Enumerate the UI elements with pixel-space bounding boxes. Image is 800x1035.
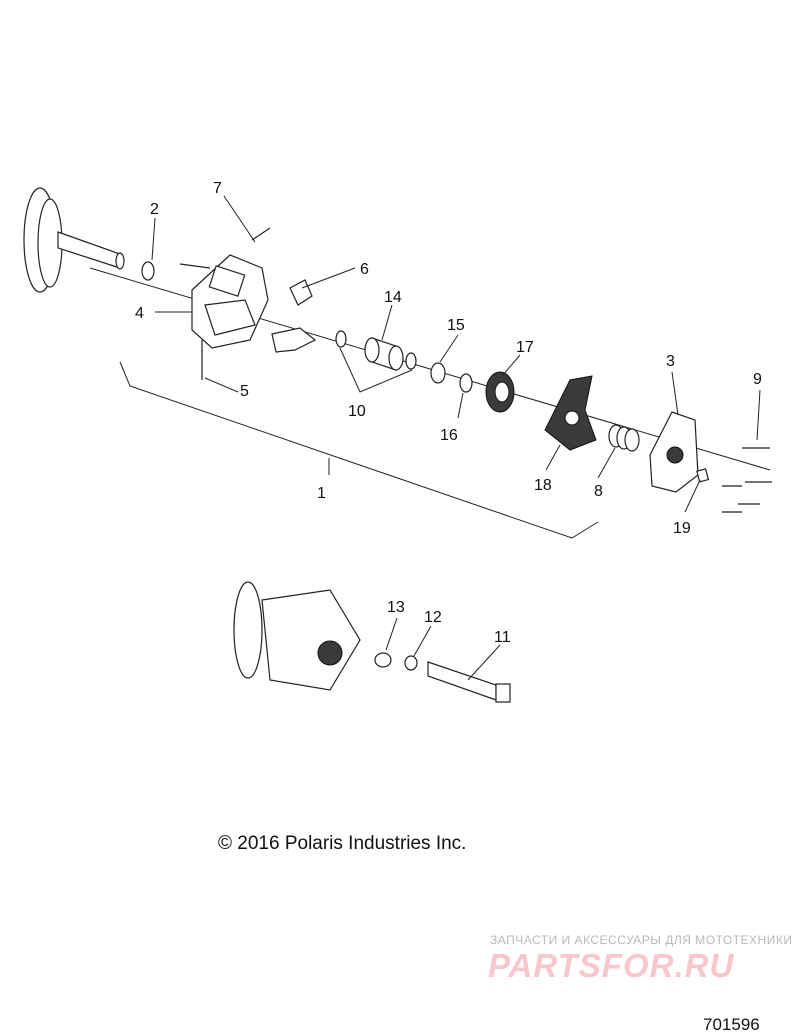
leader-13 xyxy=(385,617,398,651)
callout-13: 13 xyxy=(387,599,405,616)
copyright-text: © 2016 Polaris Industries Inc. xyxy=(218,833,467,854)
callout-9: 9 xyxy=(753,371,762,388)
part-17-bearing xyxy=(485,371,515,413)
assembly-bracket xyxy=(119,361,599,539)
callout-14: 14 xyxy=(384,289,402,306)
part-10-ring-a xyxy=(335,330,347,348)
callout-18: 18 xyxy=(534,477,552,494)
callout-6: 6 xyxy=(360,261,369,278)
callout-2: 2 xyxy=(150,201,159,218)
leader-18 xyxy=(545,444,561,471)
part-2-ring xyxy=(141,261,155,281)
leader-8 xyxy=(597,447,616,479)
part-16-washer xyxy=(459,373,473,393)
callout-15: 15 xyxy=(447,317,465,334)
figure-number: 701596 xyxy=(703,1015,760,1034)
part-6-weight xyxy=(271,279,317,353)
part-3-cover xyxy=(649,411,699,493)
callout-4: 4 xyxy=(135,305,144,322)
callout-12: 12 xyxy=(424,609,442,626)
callout-11: 11 xyxy=(494,629,511,646)
leader-16 xyxy=(457,392,464,419)
part-12-washer xyxy=(404,655,418,671)
fixed-sheave-part xyxy=(23,187,125,293)
callout-5: 5 xyxy=(240,383,249,400)
callout-8: 8 xyxy=(594,483,603,500)
watermark-logo: PARTSFOR.RU xyxy=(488,947,735,984)
callout-17: 17 xyxy=(516,339,534,356)
clutch-assembly-lower xyxy=(233,581,361,691)
callout-1: 1 xyxy=(317,485,326,502)
part-8-spring xyxy=(608,424,640,452)
leader-12 xyxy=(413,625,432,657)
part-13-bushing xyxy=(374,652,392,668)
leader-15 xyxy=(439,334,459,363)
leader-19 xyxy=(684,479,701,513)
part-10-ring-b xyxy=(405,352,417,370)
leader-17 xyxy=(501,354,521,377)
callout-19: 19 xyxy=(673,520,691,537)
callout-7: 7 xyxy=(213,180,222,197)
part-11-bolt xyxy=(427,661,511,703)
callout-16: 16 xyxy=(440,427,458,444)
callout-3: 3 xyxy=(666,353,675,370)
leader-3 xyxy=(671,371,679,416)
leader-11 xyxy=(467,644,501,681)
leader-7 xyxy=(223,195,256,243)
callout-10: 10 xyxy=(348,403,366,420)
watermark-tagline: ЗАПЧАСТИ И АКСЕССУАРЫ ДЛЯ МОТОТЕХНИКИ xyxy=(490,933,793,947)
part-9-bolts xyxy=(722,447,772,513)
leader-5 xyxy=(204,377,239,393)
part-4-housing xyxy=(179,227,271,380)
part-19-tag xyxy=(696,468,710,483)
part-18-spider xyxy=(544,375,597,451)
part-15-ring xyxy=(430,362,446,384)
leader-10 xyxy=(339,347,413,393)
leader-14 xyxy=(381,304,393,341)
leader-9 xyxy=(756,389,761,441)
leader-2 xyxy=(151,217,156,261)
part-14-bushing xyxy=(364,337,404,371)
leader-6 xyxy=(301,267,356,289)
